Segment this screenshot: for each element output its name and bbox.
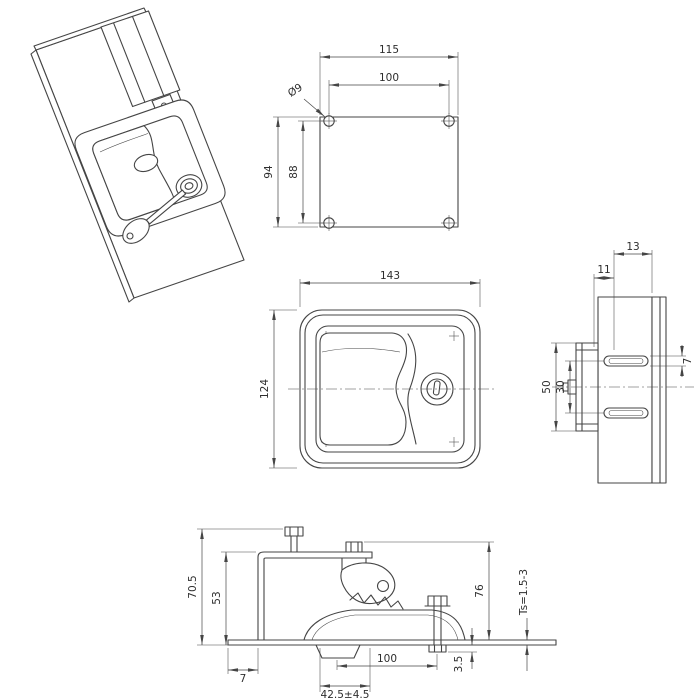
dish-contour-line — [407, 333, 417, 445]
dim-flange-clearance: 3.5 — [448, 628, 477, 672]
dim-front-height: 124 — [259, 309, 297, 469]
dim-side-depth-total: 13 — [613, 241, 653, 350]
paddle-dome — [303, 609, 466, 641]
key-shaft — [145, 189, 187, 225]
cam-roller — [376, 579, 390, 593]
dim-front-width: 143 — [299, 270, 481, 307]
cam-lever — [340, 562, 396, 605]
dim-side-slot-height: 7 — [650, 345, 694, 377]
key — [122, 189, 187, 244]
dim-section-bracket-height: 53 — [211, 551, 256, 645]
view-front: 143 124 — [259, 270, 496, 469]
paddle-grip-line — [99, 133, 149, 153]
dim-text-42-5: 42.5±4.5 — [321, 689, 370, 700]
dim-section-mount-spacing: 100 — [336, 653, 438, 670]
mounting-slot-lower — [603, 407, 649, 419]
spring — [349, 592, 404, 610]
dim-section-total-height: 76 — [364, 541, 494, 640]
paddle-recess — [133, 153, 159, 173]
panel-section — [227, 639, 557, 646]
dim-text-124: 124 — [259, 379, 271, 399]
cutout-outline — [319, 116, 459, 228]
l-bracket — [257, 551, 373, 641]
dim-text-ts: Ts=1.5-3 — [518, 569, 530, 616]
view-section: 70.5 53 7 100 42.5±4.5 76 — [187, 526, 557, 700]
dim-text-88: 88 — [288, 165, 300, 178]
side-housing — [597, 296, 653, 484]
dim-text-3-5: 3.5 — [453, 656, 465, 673]
dim-panel-thickness: Ts=1.5-3 — [518, 569, 530, 671]
mounting-hole-bottom-right — [441, 215, 457, 231]
dim-text-13: 13 — [626, 241, 639, 253]
dim-text-50: 50 — [541, 380, 553, 393]
view-side: 13 11 7 50 30 — [541, 241, 694, 484]
paddle-handle — [92, 125, 176, 221]
dim-text-76: 76 — [474, 584, 486, 598]
mounting-hole-top-right — [441, 113, 457, 129]
dim-section-handle-offset: 42.5±4.5 — [319, 648, 371, 700]
view-isometric-installed — [30, 7, 245, 303]
dim-text-53: 53 — [211, 591, 223, 604]
dim-text-115: 115 — [379, 44, 399, 56]
paddle-front — [319, 332, 408, 446]
dim-side-slot-spacing: 30 — [555, 360, 604, 414]
dim-text-100-section: 100 — [377, 653, 397, 665]
latch-pawl-below-panel — [315, 644, 361, 659]
dim-text-7-section: 7 — [240, 673, 247, 685]
bolt-right — [424, 595, 451, 653]
dim-text-100: 100 — [379, 72, 399, 84]
mounting-hole-top-left — [321, 113, 337, 129]
dim-text-143: 143 — [380, 270, 400, 282]
dim-text-30: 30 — [555, 380, 567, 393]
dim-text-dia9: Ø9 — [286, 81, 305, 99]
mounting-hole-bottom-left — [321, 215, 337, 231]
dim-section-overall-height: 70.5 — [187, 528, 283, 646]
dim-text-7-side: 7 — [682, 358, 694, 365]
latch-housing — [74, 99, 226, 237]
dim-section-edge-offset: 7 — [227, 648, 259, 685]
bolt-right-nut — [428, 644, 447, 653]
view-hole-pattern: 115 100 Ø9 94 88 — [263, 44, 459, 231]
key-bow-hole — [126, 232, 134, 240]
side-front-plate — [651, 296, 667, 484]
cam-pivot-assembly — [340, 541, 396, 605]
dim-cutout-width-holes: 100 — [328, 72, 450, 114]
paddle-grip-edge — [321, 348, 401, 353]
keyway — [432, 380, 441, 396]
dim-side-depth-body: 11 — [593, 264, 614, 347]
dim-cutout-height-total: 94 — [263, 116, 318, 228]
dim-text-11: 11 — [597, 264, 610, 276]
panel-left-edge — [30, 49, 135, 303]
bolt-left — [284, 526, 304, 553]
dim-side-bracket-height: 50 — [541, 342, 576, 432]
dim-text-70-5: 70.5 — [187, 575, 199, 598]
dim-cutout-width-total: 115 — [319, 44, 459, 115]
dim-text-94: 94 — [263, 165, 275, 179]
mounting-slot-upper — [603, 355, 649, 367]
dim-cutout-height-holes: 88 — [288, 120, 323, 224]
dim-hole-diameter: Ø9 — [286, 81, 325, 117]
